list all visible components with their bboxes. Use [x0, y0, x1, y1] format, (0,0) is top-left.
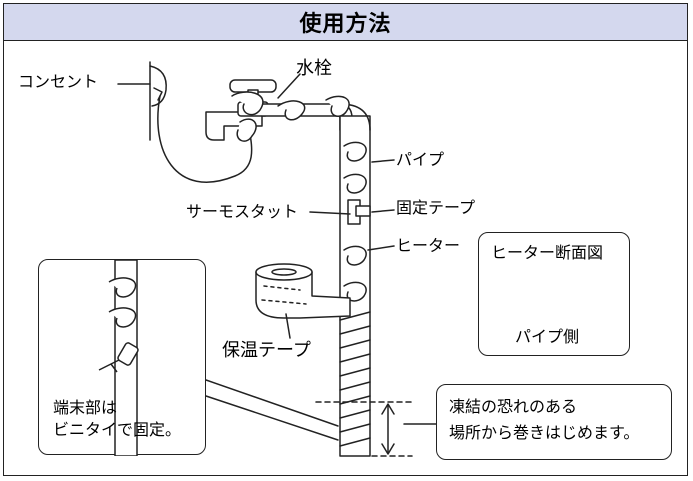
faucet-leader	[277, 73, 301, 99]
cross-section-box: ヒーター断面図 パイプ側	[478, 232, 630, 356]
end-detail-drawing	[98, 260, 139, 456]
end-note-leader-b	[205, 395, 339, 441]
fixing-tape-leader	[371, 209, 395, 213]
insulation-tape-label: 保温テープ	[222, 340, 311, 361]
pipe-label: パイプ	[396, 150, 445, 169]
cross-section-pipe-side: パイプ側	[515, 327, 580, 346]
fixing-tape-drawing	[355, 205, 371, 217]
faucet-drawing	[205, 79, 353, 141]
freeze-zone-arrow	[381, 403, 395, 455]
thermostat-label: サーモスタット	[186, 202, 299, 221]
title-bar: 使用方法	[4, 4, 687, 41]
page-title: 使用方法	[299, 12, 392, 37]
power-cord	[157, 95, 253, 183]
cross-section-title: ヒーター断面図	[491, 243, 604, 262]
heater-leader	[367, 245, 395, 251]
heater-label: ヒーター	[396, 236, 461, 255]
fixing-tape-label: 固定テープ	[396, 198, 476, 217]
outlet-label: コンセント	[18, 72, 99, 91]
end-note-box: 端末部は ビニタイで固定。	[38, 259, 206, 456]
end-note-line1: 端末部は	[53, 398, 118, 417]
faucet-label: 水栓	[296, 58, 332, 79]
end-note-leader-a	[205, 379, 339, 427]
insulation-tape-roll	[255, 263, 351, 319]
freeze-note-line2: 場所から巻きはじめます。	[449, 423, 640, 442]
pipe-leader	[371, 159, 395, 163]
insulation-wraps	[339, 311, 371, 447]
heater-wraps	[231, 91, 367, 302]
freeze-note-box: 凍結の恐れのある 場所から巻きはじめます。	[436, 384, 672, 460]
thermostat-leader	[309, 211, 351, 215]
freeze-note-line1: 凍結の恐れのある	[449, 397, 578, 416]
end-note-line2: ビニタイで固定。	[53, 420, 182, 439]
insulation-leader	[285, 313, 291, 339]
